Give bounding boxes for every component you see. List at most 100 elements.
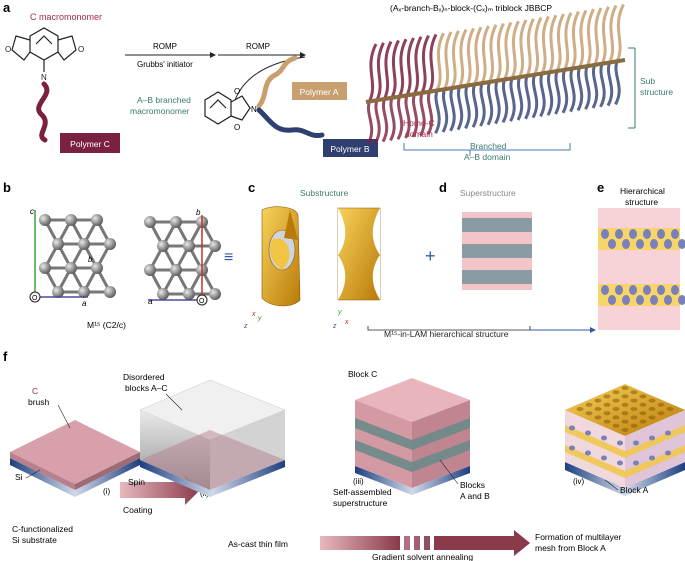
lamella-layer bbox=[462, 258, 532, 270]
block-c-label: Block C bbox=[348, 369, 377, 379]
jbbcp-bottlebrush bbox=[365, 3, 626, 145]
crystal-node bbox=[78, 238, 90, 250]
oxygen-left: O bbox=[5, 45, 11, 54]
self-assembled-label-1: Self-assembled bbox=[333, 487, 392, 497]
polymer-b-box bbox=[323, 139, 378, 157]
hier-pore bbox=[664, 239, 672, 249]
brush-side-chain bbox=[539, 71, 546, 118]
ab-branched-label-2: macromonomer bbox=[130, 106, 190, 116]
crystal-node bbox=[104, 238, 116, 250]
lamella-layer bbox=[462, 212, 532, 218]
axis-b2-label: b bbox=[196, 208, 201, 217]
mesh-pore bbox=[633, 460, 639, 466]
mesh-top-cell bbox=[603, 411, 611, 416]
brush-side-chain bbox=[593, 7, 603, 65]
ab-branched-label-1: A–B branched bbox=[137, 95, 191, 105]
brush-side-chain bbox=[571, 10, 580, 69]
romp-label-2: ROMP bbox=[246, 42, 270, 51]
homo-c-label-1: Homo-C bbox=[403, 118, 435, 128]
mesh-top-cell bbox=[621, 428, 629, 432]
hier-pore bbox=[678, 239, 685, 249]
mesh-top-cell bbox=[621, 402, 629, 407]
crystal-node bbox=[209, 240, 221, 252]
panel-label-e: e bbox=[597, 180, 604, 195]
hier-pore bbox=[657, 229, 665, 239]
panel-label-d: d bbox=[439, 180, 447, 195]
brush-side-chain bbox=[584, 64, 591, 110]
mesh-top-cell bbox=[594, 398, 602, 403]
brush-side-chain bbox=[434, 88, 441, 134]
brush-side-chain bbox=[471, 82, 479, 128]
hier-pore bbox=[608, 295, 616, 305]
substructure-model-2 bbox=[337, 207, 381, 301]
blocks-ab-label-1: Blocks bbox=[460, 480, 485, 490]
brush-side-chain bbox=[486, 80, 494, 126]
crystal-node bbox=[144, 216, 156, 228]
hier-pore bbox=[650, 239, 658, 249]
mesh-pore bbox=[617, 440, 623, 446]
polymer-a-chain bbox=[256, 55, 298, 109]
brush-side-chain bbox=[406, 37, 415, 95]
crystal-node bbox=[209, 288, 221, 300]
sub-structure-label-1: Sub bbox=[640, 76, 655, 86]
hier-pore bbox=[608, 239, 616, 249]
brush-side-chain bbox=[441, 87, 449, 133]
crystal-node bbox=[157, 288, 169, 300]
hier-pore bbox=[601, 229, 609, 239]
lamella-layer bbox=[462, 232, 532, 244]
brush-side-chain bbox=[533, 16, 543, 75]
branched-label-2: A–B domain bbox=[464, 152, 511, 162]
mesh-top-cell bbox=[612, 390, 620, 395]
lamella-layer bbox=[462, 218, 532, 232]
brush-side-chain bbox=[494, 79, 501, 125]
brush-side-chain bbox=[576, 65, 584, 112]
brush-side-chain bbox=[599, 62, 606, 108]
brush-side-chain bbox=[443, 31, 453, 89]
crystal-node bbox=[170, 216, 182, 228]
brush-side-chain bbox=[451, 30, 460, 88]
hier-pore bbox=[650, 295, 658, 305]
mesh-pore bbox=[569, 445, 575, 451]
mesh-top-cell bbox=[648, 398, 656, 403]
mesh-top-cell bbox=[639, 402, 647, 407]
mesh-top-face bbox=[565, 384, 685, 436]
c-brush-label-1: C bbox=[32, 386, 38, 396]
origin2-label: O bbox=[199, 298, 205, 305]
crystal-structure-left bbox=[39, 214, 116, 298]
hier-pore bbox=[636, 295, 644, 305]
mesh-top-cell bbox=[666, 407, 674, 411]
mesh-top-cell bbox=[630, 398, 638, 403]
substructure-title: Substructure bbox=[300, 188, 348, 198]
axes-c2-x: x bbox=[344, 319, 349, 326]
mesh-top-cell bbox=[603, 394, 611, 399]
nitrogen: N bbox=[41, 73, 47, 82]
crystal-node bbox=[183, 240, 195, 252]
self-assembled-stack-iii bbox=[355, 378, 470, 495]
axes-c2-y: y bbox=[337, 309, 342, 316]
brush-side-chain bbox=[531, 73, 539, 119]
hier-pore bbox=[671, 229, 679, 239]
mesh-top-cell bbox=[621, 411, 629, 416]
brush-side-chain bbox=[608, 4, 618, 63]
mesh-top-cell bbox=[639, 394, 647, 399]
mesh-pore bbox=[601, 435, 607, 441]
jbbcp-title: (Aₓ-branch-Bₓ)ₙ-block-(Cₓ)ₘ triblock JBB… bbox=[390, 3, 552, 13]
brush-side-chain bbox=[421, 34, 430, 93]
disordered-label-1: Disordered bbox=[123, 372, 165, 382]
brush-side-chain bbox=[396, 94, 404, 140]
spin-label: Spin bbox=[128, 477, 145, 487]
disordered-label-2: blocks A–C bbox=[125, 383, 168, 393]
superstructure-lamellae bbox=[462, 212, 532, 290]
c-macromonomer-structure bbox=[11, 27, 77, 72]
crystal-node bbox=[65, 262, 77, 274]
lamella-layer bbox=[462, 270, 532, 284]
brush-side-chain bbox=[488, 24, 498, 82]
block-a-label: Block A bbox=[620, 485, 649, 495]
brush-side-chain bbox=[569, 67, 576, 113]
brush-side-chain bbox=[616, 3, 625, 62]
self-assembled-label-2: superstructure bbox=[333, 498, 388, 508]
brush-side-chain bbox=[458, 28, 468, 87]
brush-side-chain bbox=[398, 38, 408, 96]
branched-label-1: Branched bbox=[470, 141, 507, 151]
